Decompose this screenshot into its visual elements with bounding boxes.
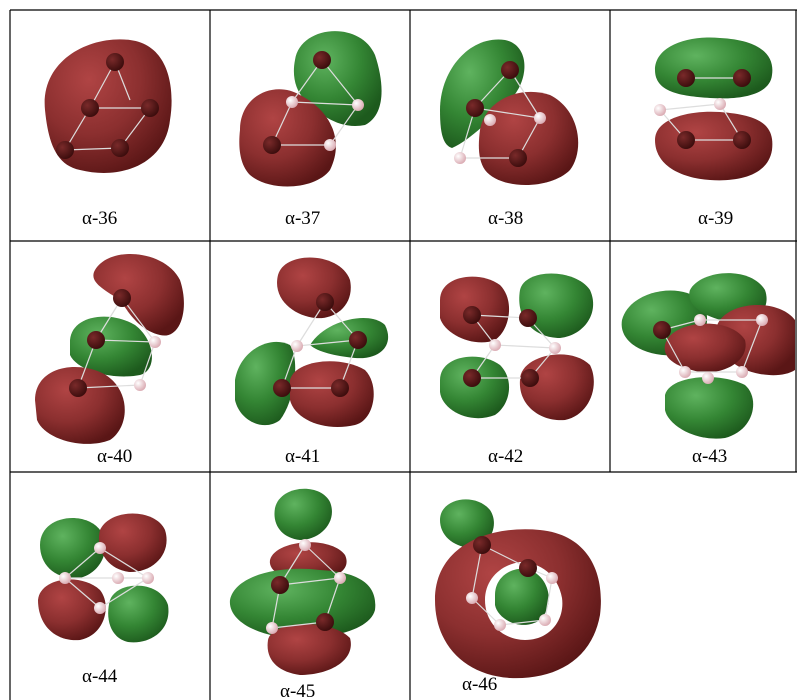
cell-label-alpha-39: α-39 — [698, 208, 733, 229]
orbital-alpha-43 — [621, 273, 795, 439]
cell-label-alpha-36: α-36 — [82, 208, 117, 229]
orbital-alpha-36 — [44, 39, 172, 173]
orbital-alpha-46 — [435, 499, 601, 679]
cell-label-alpha-40: α-40 — [97, 446, 132, 467]
orbital-alpha-40 — [35, 253, 184, 444]
cell-label-alpha-45: α-45 — [280, 681, 315, 700]
orbital-alpha-44 — [38, 513, 169, 643]
orbital-alpha-37 — [239, 31, 382, 187]
table-grid-lines — [9, 9, 797, 700]
orbital-alpha-38 — [440, 39, 579, 185]
orbital-alpha-41 — [235, 257, 389, 428]
cell-label-alpha-38: α-38 — [488, 208, 523, 229]
orbital-alpha-39 — [654, 37, 773, 181]
cell-label-alpha-42: α-42 — [488, 446, 523, 467]
cell-label-alpha-37: α-37 — [285, 208, 320, 229]
orbital-alpha-42 — [440, 273, 594, 421]
cell-label-alpha-44: α-44 — [82, 666, 118, 687]
cell-label-alpha-43: α-43 — [692, 446, 727, 467]
orbital-alpha-45 — [229, 488, 376, 675]
cell-label-alpha-46: α-46 — [462, 674, 497, 695]
cell-label-alpha-41: α-41 — [285, 446, 320, 467]
